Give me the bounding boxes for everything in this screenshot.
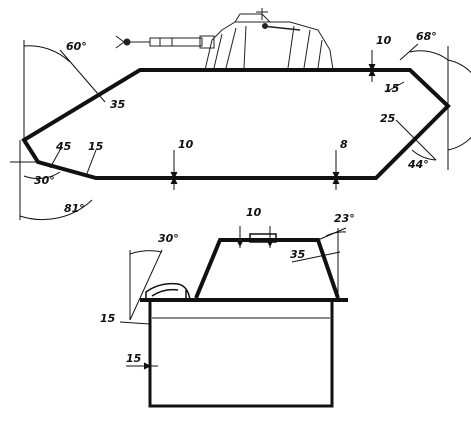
front-upper-angle-marker	[23, 40, 106, 140]
turret-roof-hatch	[249, 233, 277, 243]
bottom-thickness-marker-10	[170, 150, 178, 190]
hull-front-outline	[148, 298, 334, 408]
thickness-label-15-upper-rear: 15	[384, 82, 400, 95]
thickness-label-15-lower-front: 15	[88, 140, 104, 153]
thickness-label-10-roof: 10	[376, 34, 392, 47]
turret-roof-thickness-marker	[236, 226, 274, 248]
turret-front-outline	[194, 238, 340, 299]
angle-label-30-front: 30°	[34, 174, 55, 187]
angle-label-68: 68°	[416, 30, 437, 43]
gun-barrel	[115, 35, 203, 49]
angle-label-44: 44°	[407, 158, 429, 171]
thickness-label-15-lower-side: 15	[126, 352, 142, 365]
thickness-label-25-lower-rear: 25	[380, 112, 396, 125]
side-view: 60° 68° 35 10 15 25 44° 45 15 10 8 30° 8…	[10, 8, 471, 221]
hull-side-thickness-marker	[126, 362, 158, 370]
angle-label-30-side: 30°	[158, 232, 179, 245]
thickness-label-8-bottom: 8	[340, 138, 348, 151]
front-lower-angle-marker	[10, 140, 97, 221]
turret-side-angle-marker	[291, 227, 347, 298]
upper-side-angle-marker	[119, 249, 163, 325]
roof-thickness-marker	[368, 50, 376, 82]
thickness-label-35-upper-front: 35	[110, 98, 126, 111]
angle-label-60: 60°	[66, 40, 87, 53]
driver-hatch	[145, 282, 191, 301]
thickness-label-15-upper-side: 15	[100, 312, 116, 325]
thickness-label-10-bottom: 10	[178, 138, 194, 151]
thickness-label-45-lower-front: 45	[55, 140, 72, 153]
rear-lower-angle-marker	[395, 106, 449, 170]
angle-label-81: 81°	[64, 202, 85, 215]
rear-upper-angle-marker	[385, 43, 471, 151]
front-view: 30° 10 23° 35 15 15	[100, 206, 355, 408]
angle-label-23: 23°	[334, 212, 355, 225]
turret-sketch	[199, 8, 334, 71]
bottom-thickness-marker-8	[332, 150, 340, 190]
thickness-label-35-turret-side: 35	[290, 248, 306, 261]
hull-side-outline	[21, 68, 451, 180]
thickness-label-10-turret-roof: 10	[246, 206, 262, 219]
